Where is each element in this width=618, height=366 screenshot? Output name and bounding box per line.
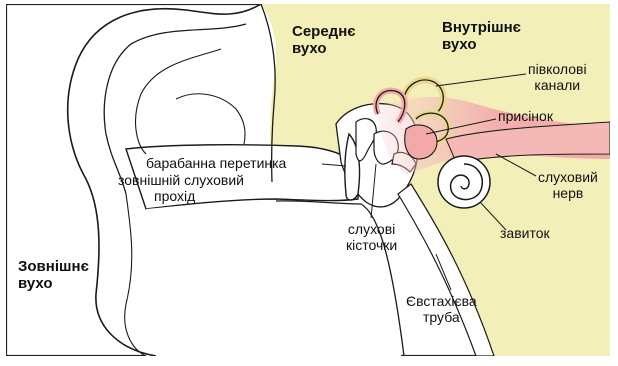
label-ear-canal: зовнішній слуховий прохід [118, 173, 244, 204]
label-inner-ear: Внутрішнє вухо [442, 20, 521, 54]
label-auditory-nerve: слуховий нерв [538, 170, 598, 201]
label-inner-ear-line1: Внутрішнє [442, 20, 521, 37]
label-ear-canal-line2: прохід [118, 189, 244, 205]
label-ossicles: слухові кісточки [346, 222, 397, 253]
label-semicircular-canals-line2: канали [528, 78, 587, 94]
label-outer-ear-line2: вухо [18, 276, 89, 293]
label-middle-ear-line2: вухо [292, 41, 356, 58]
cochlea-shape [438, 156, 490, 208]
label-eardrum: барабанна перетинка [146, 156, 286, 172]
ear-anatomy-diagram: Зовнішнє вухо Середнє вухо Внутрішнє вух… [6, 4, 610, 356]
label-middle-ear-line1: Середнє [292, 24, 356, 41]
label-ossicles-line2: кісточки [346, 238, 397, 254]
label-vestibule: присінок [498, 109, 553, 125]
label-semicircular-canals-line1: півколові [528, 62, 587, 78]
label-middle-ear: Середнє вухо [292, 24, 356, 58]
label-auditory-nerve-line1: слуховий [538, 170, 598, 186]
label-semicircular-canals: півколові канали [528, 62, 587, 93]
label-ossicles-line1: слухові [346, 222, 397, 238]
label-cochlea: завиток [500, 226, 550, 242]
label-auditory-nerve-line2: нерв [538, 186, 598, 202]
label-eustachian-tube-line1: Євстахієва [406, 294, 477, 310]
label-ear-canal-line1: зовнішній слуховий [118, 173, 244, 189]
label-eustachian-tube-line2: труба [406, 310, 477, 326]
label-eustachian-tube: Євстахієва труба [406, 294, 477, 325]
label-outer-ear-line1: Зовнішнє [18, 259, 89, 276]
label-outer-ear: Зовнішнє вухо [18, 259, 89, 293]
label-inner-ear-line2: вухо [442, 37, 521, 54]
vestibule-shape [405, 125, 437, 159]
